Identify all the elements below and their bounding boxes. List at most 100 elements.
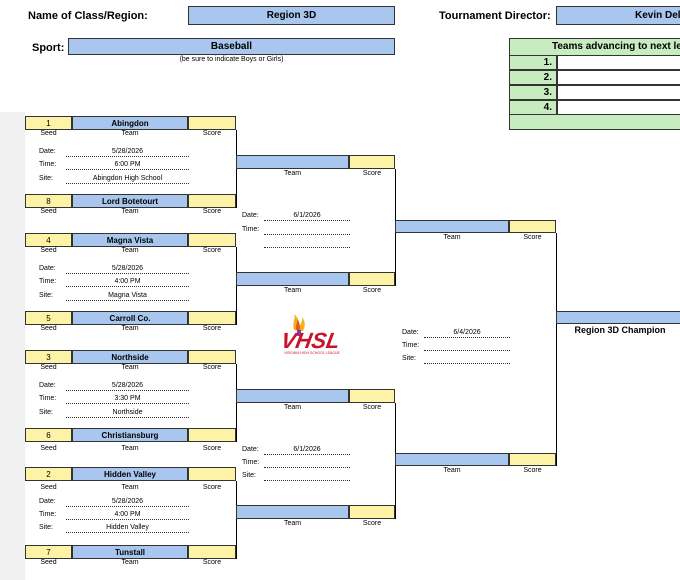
score-cell[interactable] — [188, 467, 236, 481]
team-name-cell[interactable]: Magna Vista — [72, 233, 188, 247]
game3-site[interactable]: Northside — [66, 408, 189, 418]
team-caption: Team — [283, 287, 302, 294]
semi2-site[interactable] — [264, 471, 350, 481]
team-caption: Team — [121, 364, 139, 371]
team-name-cell[interactable]: Hidden Valley — [72, 467, 188, 481]
seed-cell[interactable]: 6 — [25, 428, 72, 442]
score-cell[interactable] — [509, 220, 556, 233]
score-cell[interactable] — [349, 272, 395, 286]
class-value-field[interactable]: Region 3D — [188, 6, 395, 25]
advancing-row-4-field[interactable] — [557, 100, 680, 115]
score-caption: Score — [202, 364, 222, 371]
sport-value-field[interactable]: Baseball — [68, 38, 395, 55]
advancing-row-3-label: 3. — [509, 85, 557, 100]
score-cell[interactable] — [349, 505, 395, 519]
game4-time[interactable]: 4:00 PM — [66, 510, 189, 520]
team-name-cell[interactable]: Lord Botetourt — [72, 194, 188, 208]
game2-time[interactable]: 4:00 PM — [66, 277, 189, 287]
seed-caption: Seed — [40, 484, 57, 491]
team-name-cell[interactable]: Tunstall — [72, 545, 188, 559]
final-site[interactable] — [424, 354, 510, 364]
game1-time[interactable]: 6:00 PM — [66, 160, 189, 170]
date-label: Date: — [39, 265, 56, 272]
site-label: Site: — [39, 292, 54, 299]
sport-label: Sport: — [32, 42, 65, 54]
director-value-field[interactable]: Kevin Del — [556, 6, 680, 25]
game1-site[interactable]: Abingdon High School — [66, 174, 189, 184]
sport-note: (be sure to indicate Boys or Girls) — [179, 56, 284, 63]
team-name-cell[interactable]: Carroll Co. — [72, 311, 188, 325]
seed-cell[interactable]: 5 — [25, 311, 72, 325]
score-cell[interactable] — [188, 545, 236, 559]
game2-date[interactable]: 5/28/2026 — [66, 264, 189, 274]
bracket-line — [556, 233, 557, 466]
bracket-line — [236, 247, 237, 325]
seed-cell[interactable]: 8 — [25, 194, 72, 208]
score-cell[interactable] — [188, 194, 236, 208]
score-cell[interactable] — [509, 453, 556, 466]
game1-date[interactable]: 5/28/2026 — [66, 147, 189, 157]
score-cell[interactable] — [188, 233, 236, 247]
team-name-cell[interactable]: Northside — [72, 350, 188, 364]
semi1-date[interactable]: 6/1/2026 — [264, 211, 350, 221]
game3-time[interactable]: 3:30 PM — [66, 394, 189, 404]
advancing-title: Teams advancing to next le — [552, 41, 680, 52]
advancing-row-2-field[interactable] — [557, 70, 680, 85]
bracket-line — [236, 364, 237, 442]
seed-caption: Seed — [40, 208, 57, 215]
team-name-cell[interactable] — [236, 505, 349, 519]
score-cell[interactable] — [188, 428, 236, 442]
bracket-line — [236, 130, 237, 208]
game3-date[interactable]: 5/28/2026 — [66, 381, 189, 391]
site-label: Site: — [39, 524, 54, 531]
score-caption: Score — [202, 484, 222, 491]
seed-caption: Seed — [40, 445, 57, 452]
advancing-row-1-label: 1. — [509, 55, 557, 70]
semi1-site[interactable] — [264, 238, 350, 248]
semi1-time[interactable] — [264, 225, 350, 235]
score-cell[interactable] — [349, 389, 395, 403]
score-cell[interactable] — [349, 155, 395, 169]
team-name-cell[interactable] — [395, 220, 509, 233]
time-label: Time: — [402, 342, 420, 349]
class-label: Name of Class/Region: — [28, 10, 148, 22]
seed-cell[interactable]: 3 — [25, 350, 72, 364]
seed-caption: Seed — [40, 364, 57, 371]
score-cell[interactable] — [188, 116, 236, 130]
final-time[interactable] — [424, 341, 510, 351]
team-name-cell[interactable] — [236, 389, 349, 403]
score-cell[interactable] — [188, 350, 236, 364]
seed-cell[interactable]: 2 — [25, 467, 72, 481]
seed-cell[interactable]: 1 — [25, 116, 72, 130]
team-caption: Team — [121, 325, 139, 332]
semi2-time[interactable] — [264, 458, 350, 468]
semi2-date[interactable]: 6/1/2026 — [264, 445, 350, 455]
team-name-cell[interactable]: Christiansburg — [72, 428, 188, 442]
seed-caption: Seed — [40, 559, 57, 566]
team-name-cell[interactable] — [236, 155, 349, 169]
seed-cell[interactable]: 7 — [25, 545, 72, 559]
champion-name-cell[interactable] — [556, 311, 680, 324]
team-name-cell[interactable] — [236, 272, 349, 286]
score-cell[interactable] — [188, 311, 236, 325]
score-caption: Score — [362, 287, 382, 294]
score-caption: Score — [523, 467, 542, 474]
team-name-cell[interactable] — [395, 453, 509, 466]
game4-date[interactable]: 5/28/2026 — [66, 497, 189, 507]
advancing-row-2-label: 2. — [509, 70, 557, 85]
date-label: Date: — [39, 382, 56, 389]
score-caption: Score — [202, 325, 222, 332]
game4-site[interactable]: Hidden Valley — [66, 523, 189, 533]
advancing-row-4-label: 4. — [509, 100, 557, 115]
final-date[interactable]: 6/4/2026 — [424, 328, 510, 338]
site-label: Site: — [39, 175, 54, 182]
team-name-cell[interactable]: Abingdon — [72, 116, 188, 130]
seed-cell[interactable]: 4 — [25, 233, 72, 247]
score-caption: Score — [202, 445, 222, 452]
advancing-row-1-field[interactable] — [557, 55, 680, 70]
score-caption: Score — [202, 208, 222, 215]
site-label: Site: — [402, 355, 417, 362]
game2-site[interactable]: Magna Vista — [66, 291, 189, 301]
score-caption: Score — [202, 559, 222, 566]
advancing-row-3-field[interactable] — [557, 85, 680, 100]
